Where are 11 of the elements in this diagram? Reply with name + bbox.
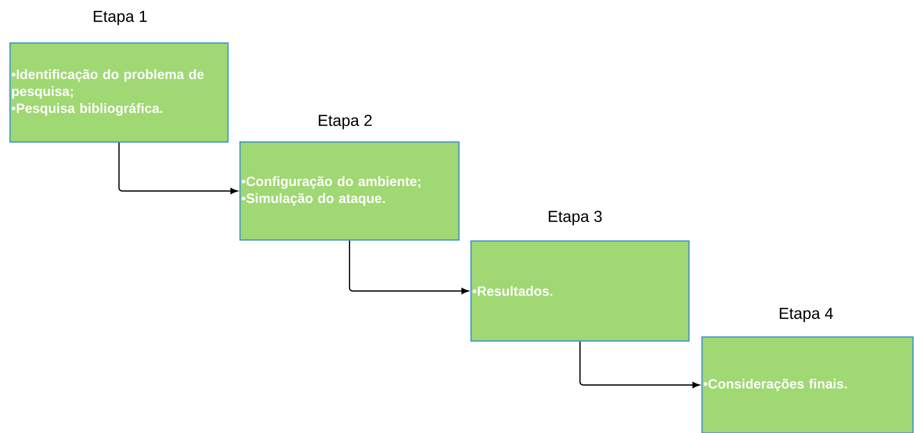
step-heading: Etapa 1 [94,10,147,26]
step-box: •Identificação do problema de pesquisa; •Pesquisa bibliográfica. [9,42,229,143]
arrow [579,342,700,388]
arrow [348,240,469,294]
step-box: •Resultados. [470,240,690,342]
step-heading: Etapa 3 [548,210,602,226]
step-heading: Etapa 4 [780,308,833,322]
step-box: •Considerações finais. [701,336,914,433]
step-box: •Configuração do ambiente; •Simulação do ataque. [239,141,460,241]
step-heading: Etapa 2 [318,114,372,130]
arrow [118,142,238,194]
